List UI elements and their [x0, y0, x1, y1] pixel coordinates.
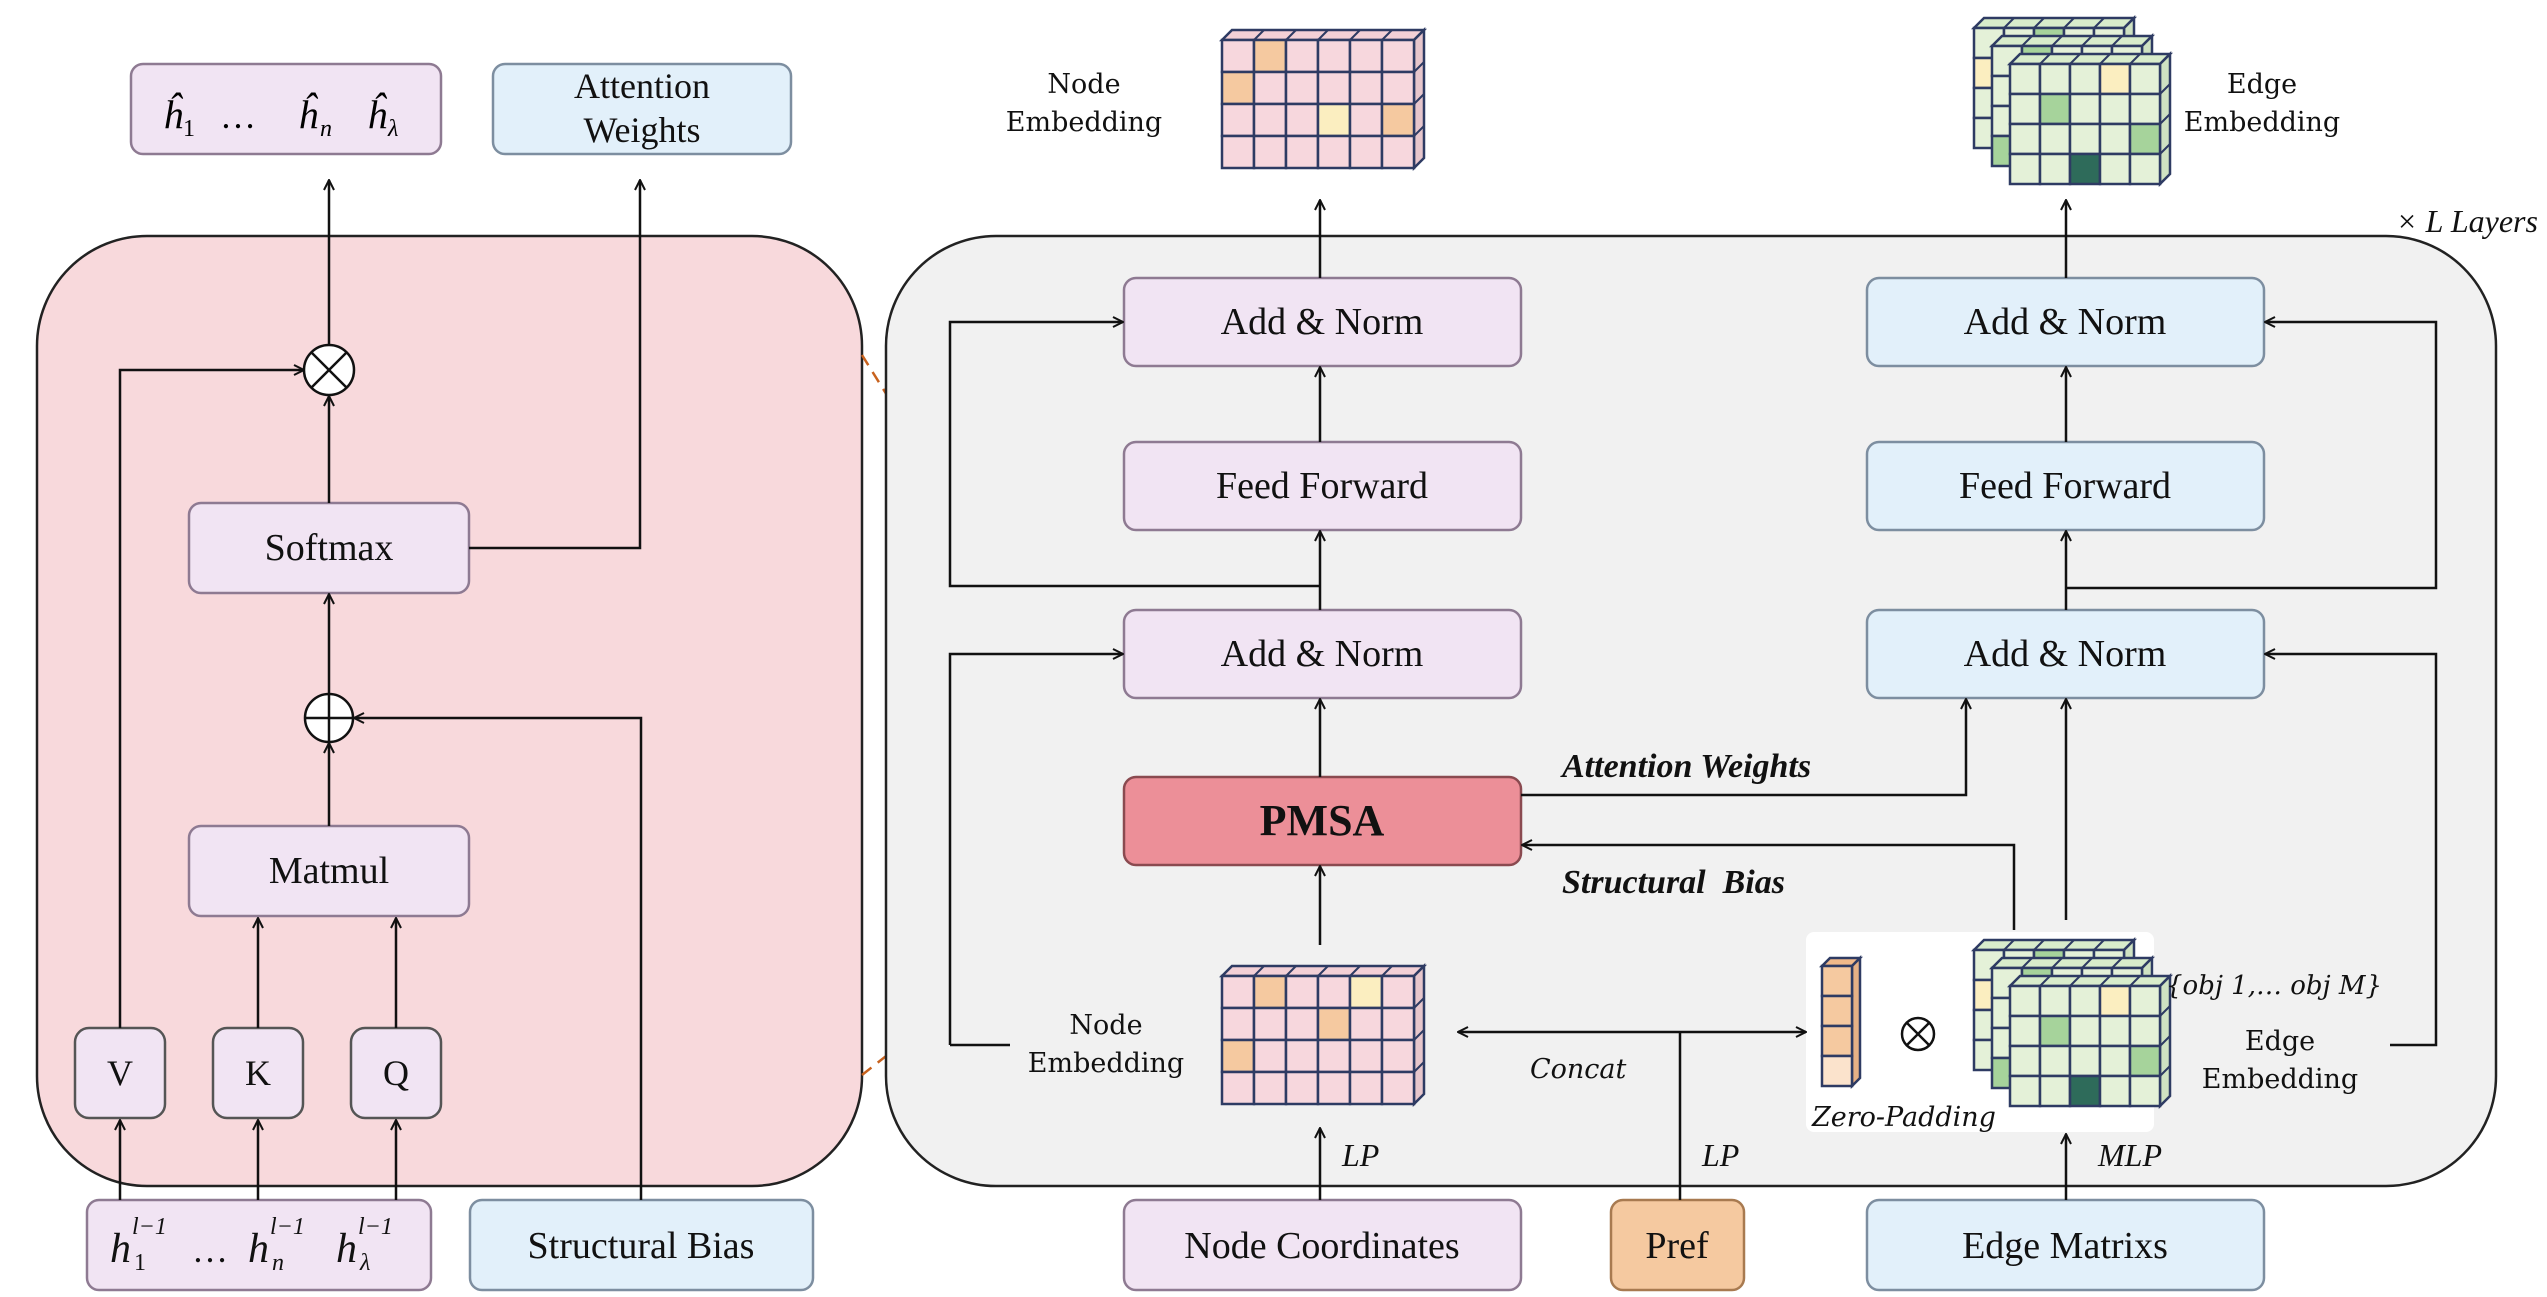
svg-text:1: 1	[134, 1250, 146, 1276]
svg-text:h: h	[336, 1226, 357, 1272]
lp-right-label: LP	[1701, 1137, 1739, 1173]
right-panel-connectors	[948, 200, 2438, 1200]
edge-feed-forward-label: Feed Forward	[1959, 465, 2171, 507]
pref-box	[1609, 1198, 1746, 1292]
pmsa-label: PMSA	[1260, 796, 1385, 845]
attention-weights-label: Attention Weights	[1560, 748, 1811, 785]
edge-add-norm-bottom-label: Add & Norm	[1964, 633, 2167, 675]
svg-text:l−1: l−1	[132, 1214, 167, 1240]
svg-text:h: h	[248, 1226, 269, 1272]
svg-text:h: h	[110, 1226, 131, 1272]
objects-label: {obj 1,… obj M}	[2166, 971, 2382, 1001]
pref-label: Pref	[1645, 1225, 1709, 1267]
svg-text:…: …	[192, 1230, 228, 1270]
svg-text:l−1: l−1	[270, 1214, 305, 1240]
svg-text:n: n	[320, 116, 332, 142]
q-label: Q	[383, 1053, 409, 1093]
structural-bias-input-label: Structural Bias	[528, 1225, 755, 1267]
k-label: K	[245, 1053, 271, 1093]
edge-embedding-stack-top	[1970, 14, 2174, 188]
attention-detail-panel	[35, 234, 864, 1188]
output-embeddings-box	[129, 62, 443, 156]
zero-padding-label: Zero-Padding	[1811, 1102, 1996, 1133]
svg-text:ĥ: ĥ	[298, 92, 319, 137]
edge-add-norm-top-label: Add & Norm	[1964, 301, 2167, 343]
edge-matrixs-label: Edge Matrixs	[1962, 1225, 2168, 1267]
svg-text:l−1: l−1	[358, 1214, 393, 1240]
edge-multiply-operator-icon	[1900, 1016, 1936, 1052]
lp-left-label: LP	[1341, 1137, 1379, 1173]
node-coordinates-box	[1122, 1198, 1523, 1292]
edge-embedding-stack-bottom	[1970, 936, 2174, 1110]
concat-label: Concat	[1530, 1054, 1627, 1085]
node-embedding-grid-bottom	[1218, 962, 1428, 1108]
pref-vector-icon	[1818, 954, 1864, 1090]
matmul-label: Matmul	[269, 850, 389, 892]
input-embeddings-label: h l−1 1 … h l−1 n h l−1 λ	[110, 1214, 393, 1276]
attention-weights-output-box	[491, 62, 793, 156]
svg-text:ĥ: ĥ	[163, 92, 184, 137]
structural-bias-label: Structural Bias	[1562, 864, 1785, 901]
node-add-norm-bottom-label: Add & Norm	[1221, 633, 1424, 675]
multiply-operator-icon	[302, 343, 356, 397]
left-panel-connectors	[120, 180, 641, 1200]
svg-text:n: n	[272, 1250, 284, 1276]
svg-text:λ: λ	[387, 116, 398, 142]
node-coordinates-label: Node Coordinates	[1184, 1225, 1459, 1267]
node-add-norm-top-label: Add & Norm	[1221, 301, 1424, 343]
v-label: V	[107, 1053, 133, 1093]
softmax-label: Softmax	[265, 527, 394, 569]
add-operator-icon	[303, 692, 355, 744]
layers-label: × L Layers	[2396, 203, 2538, 239]
mlp-label: MLP	[2097, 1137, 2162, 1173]
svg-text:1: 1	[183, 116, 195, 142]
node-embedding-grid-top	[1218, 26, 1428, 172]
svg-text:λ: λ	[359, 1250, 370, 1276]
svg-text:…: …	[220, 96, 256, 136]
output-embeddings-label: ĥ 1 … ĥ n ĥ λ	[163, 92, 398, 142]
node-feed-forward-label: Feed Forward	[1216, 465, 1428, 507]
svg-text:ĥ: ĥ	[367, 92, 388, 137]
